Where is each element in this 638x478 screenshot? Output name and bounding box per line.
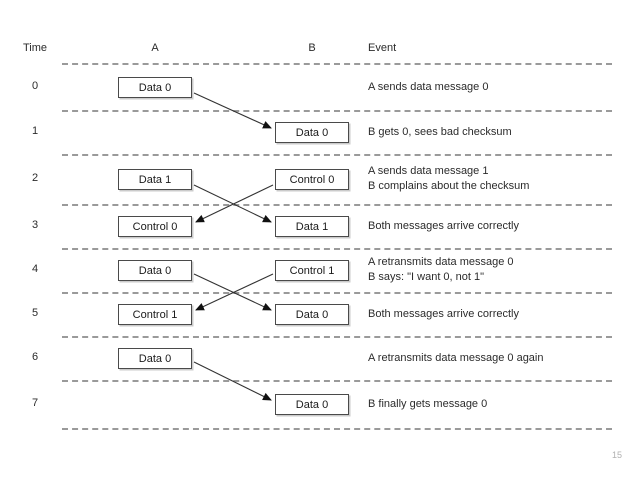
event-line: A sends data message 1 <box>368 165 489 177</box>
row-separator <box>62 204 612 206</box>
event-line: Both messages arrive correctly <box>368 308 519 320</box>
event-description: A sends data message 1 B complains about … <box>368 164 529 194</box>
time-label: 2 <box>31 172 39 184</box>
event-description: A sends data message 0 <box>368 80 488 95</box>
time-label: 7 <box>31 397 39 409</box>
time-label: 4 <box>31 263 39 275</box>
time-label: 1 <box>31 125 39 137</box>
column-header-b: B <box>308 42 316 54</box>
row-separator <box>62 248 612 250</box>
column-header-a: A <box>151 42 159 54</box>
event-line: B says: "I want 0, not 1" <box>368 271 485 283</box>
event-description: B gets 0, sees bad checksum <box>368 125 512 140</box>
event-line: A sends data message 0 <box>368 81 489 93</box>
event-description: B finally gets message 0 <box>368 397 487 412</box>
event-line: Both messages arrive correctly <box>368 220 519 232</box>
column-header-event: Event <box>368 42 397 54</box>
message-box-b: Data 0 <box>275 393 349 415</box>
event-description: A retransmits data message 0 B says: "I w… <box>368 255 514 285</box>
message-box-a: Data 0 <box>118 259 192 281</box>
row-separator <box>62 63 612 65</box>
row-separator <box>62 380 612 382</box>
event-line: B gets 0, sees bad checksum <box>368 126 512 138</box>
message-box-b: Data 1 <box>275 215 349 237</box>
message-box-a: Data 1 <box>118 168 192 190</box>
time-label: 3 <box>31 219 39 231</box>
row-separator <box>62 336 612 338</box>
event-line: B complains about the checksum <box>368 180 530 192</box>
message-box-b: Control 0 <box>275 168 349 190</box>
event-line: A retransmits data message 0 again <box>368 352 544 364</box>
row-separator <box>62 110 612 112</box>
event-description: A retransmits data message 0 again <box>368 351 543 366</box>
message-box-a: Data 0 <box>118 347 192 369</box>
event-description: Both messages arrive correctly <box>368 219 519 234</box>
event-line: A retransmits data message 0 <box>368 256 514 268</box>
row-separator <box>62 428 612 430</box>
time-label: 6 <box>31 351 39 363</box>
row-separator <box>62 292 612 294</box>
message-box-a: Control 1 <box>118 303 192 325</box>
row-separator <box>62 154 612 156</box>
message-box-b: Control 1 <box>275 259 349 281</box>
event-description: Both messages arrive correctly <box>368 307 519 322</box>
column-header-time: Time <box>22 42 48 54</box>
message-box-b: Data 0 <box>275 121 349 143</box>
time-label: 5 <box>31 307 39 319</box>
page-number: 15 <box>611 450 622 460</box>
time-label: 0 <box>31 80 39 92</box>
event-line: B finally gets message 0 <box>368 398 488 410</box>
message-box-a: Control 0 <box>118 215 192 237</box>
message-box-b: Data 0 <box>275 303 349 325</box>
message-box-a: Data 0 <box>118 76 192 98</box>
